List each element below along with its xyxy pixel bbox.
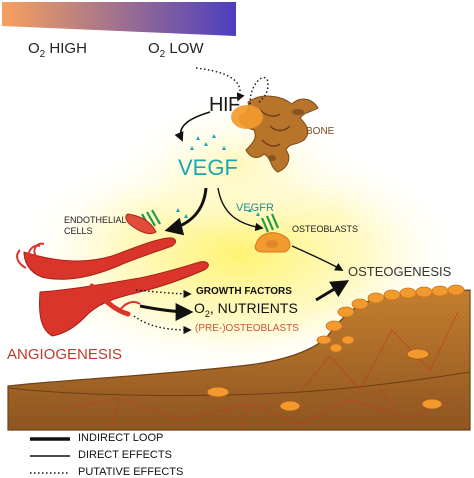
vegf-label: VEGF <box>178 155 238 180</box>
pre-osteoblasts-label: (PRE-)OSTEOBLASTS <box>195 323 299 334</box>
blood-vessels <box>16 213 209 337</box>
osteogenesis-label: OSTEOGENESIS <box>348 264 452 279</box>
lining-osteoblasts <box>316 284 465 353</box>
oxygen-gradient-wedge <box>2 2 236 36</box>
arrow-vegf-to-osteoblasts <box>217 187 264 232</box>
legend-label-putative: PUTATIVE EFFECTS <box>78 466 184 478</box>
putative-arrow-o2-to-hif <box>195 67 245 102</box>
putative-arrow-to-growth-factors <box>135 289 192 299</box>
bone-label: BONE <box>306 126 335 137</box>
vegfr-label: VEGFR <box>236 202 274 214</box>
hif-osteoblast-cell <box>231 105 263 129</box>
legend-label-direct: DIRECT EFFECTS <box>78 449 172 461</box>
legend-label-indirect: INDIRECT LOOP <box>78 432 164 444</box>
o2-high-label: O2 HIGH <box>28 40 87 60</box>
osteoblasts-label: OSTEOBLASTS <box>292 224 359 234</box>
o2-low-label: O2 LOW <box>148 40 204 60</box>
arrow-hif-to-vegf <box>174 111 211 142</box>
arrow-osteoblasts-to-osteogenesis <box>291 245 344 271</box>
hif-label: HIF <box>209 94 240 116</box>
indirect-arrow-to-nutrients <box>139 302 194 321</box>
growth-factors-label: GROWTH FACTORS <box>196 286 292 297</box>
arrow-factors-to-osteogenesis <box>315 280 350 302</box>
vegfr-receptor-osteoblast <box>260 213 280 233</box>
arrow-vegf-to-endothelial <box>164 187 208 236</box>
putative-loop-hif <box>249 77 269 105</box>
putative-arrow-to-pre-osteoblasts <box>133 315 192 335</box>
o2-nutrients-label: O2, NUTRIENTS <box>194 300 298 319</box>
angiogenesis-label: ANGIOGENESIS <box>7 346 123 363</box>
bone-slab <box>7 289 471 431</box>
vegf-molecules <box>176 134 260 218</box>
